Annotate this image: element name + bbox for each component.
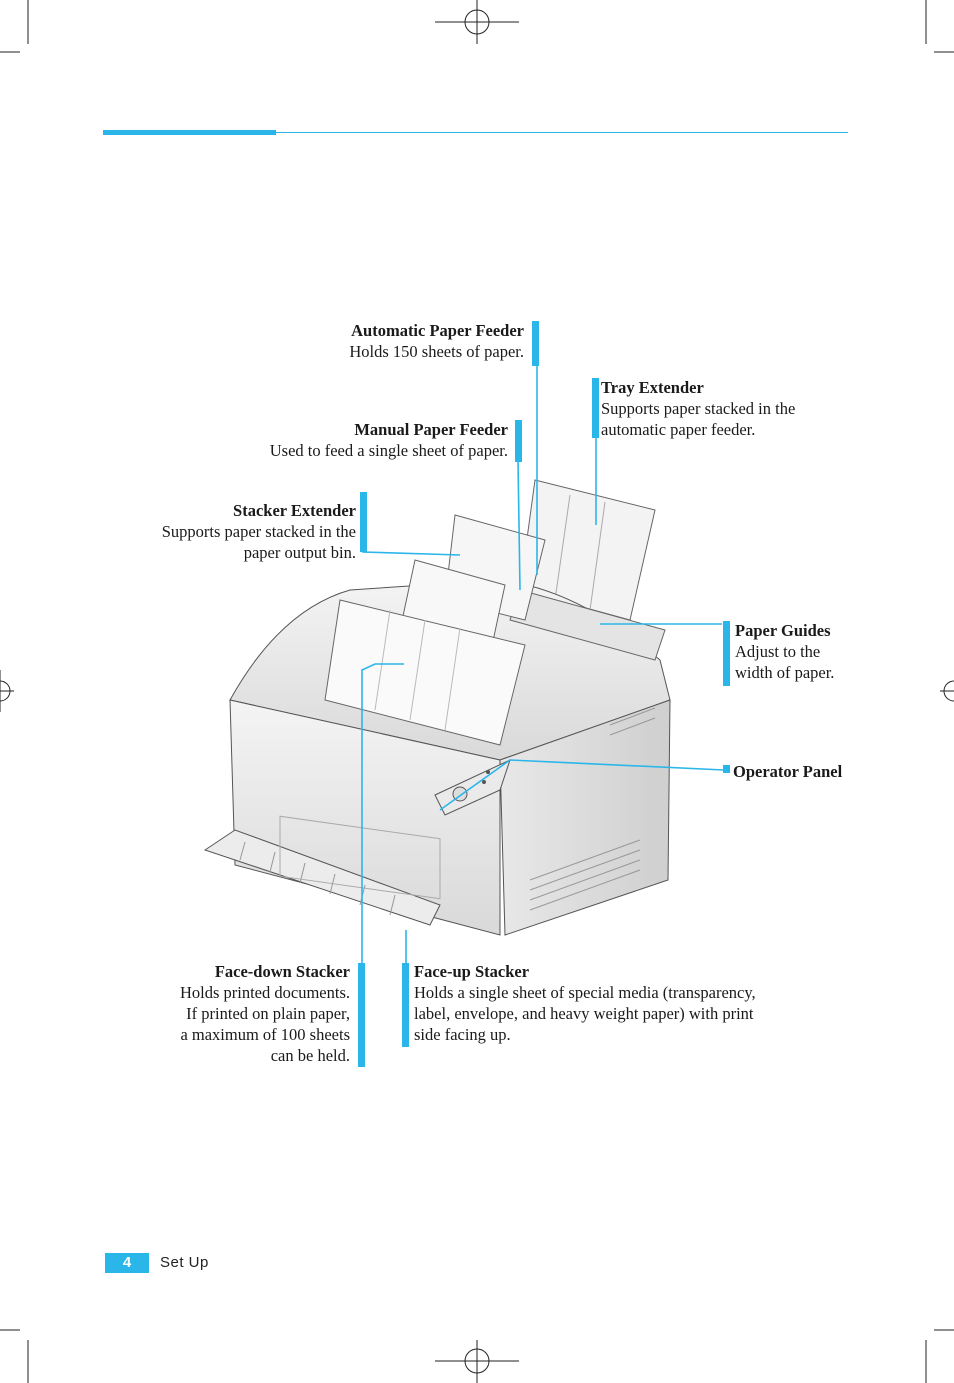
header-rule	[276, 132, 848, 133]
callout-title: Stacker Extender	[233, 501, 356, 520]
callout-desc: Adjust to the width of paper.	[735, 642, 835, 682]
callout-tray-extender: Tray Extender Supports paper stacked in …	[601, 377, 795, 440]
callout-desc: Holds a single sheet of special media (t…	[414, 983, 756, 1044]
header-accent-bar	[103, 130, 276, 135]
callout-automatic-paper-feeder: Automatic Paper Feeder Holds 150 sheets …	[349, 320, 524, 362]
callout-desc: Supports paper stacked in the paper outp…	[161, 522, 356, 562]
callout-stacker-extender: Stacker Extender Supports paper stacked …	[162, 500, 356, 563]
callout-title: Face-down Stacker	[214, 962, 350, 981]
bar-manual-paper-feeder	[515, 420, 522, 462]
bar-face-up-stacker	[402, 963, 409, 1047]
printer-illustration	[203, 479, 671, 936]
callout-desc: Holds printed documents. If printed on p…	[179, 983, 350, 1065]
callout-desc: Holds 150 sheets of paper.	[349, 342, 524, 361]
callout-desc: Used to feed a single sheet of paper.	[269, 441, 508, 460]
bar-automatic-paper-feeder	[532, 321, 539, 366]
bar-tray-extender	[592, 378, 599, 438]
section-title: Set Up	[160, 1254, 209, 1271]
page-number: 4	[105, 1253, 149, 1273]
callout-title: Face-up Stacker	[414, 962, 530, 981]
bar-operator-panel	[723, 765, 730, 773]
callout-manual-paper-feeder: Manual Paper Feeder Used to feed a singl…	[270, 419, 508, 461]
callout-title: Operator Panel	[733, 762, 843, 781]
callout-title: Automatic Paper Feeder	[351, 321, 524, 340]
bar-face-down-stacker	[358, 963, 365, 1067]
callout-paper-guides: Paper Guides Adjust to the width of pape…	[735, 620, 834, 683]
callout-face-up-stacker: Face-up Stacker Holds a single sheet of …	[414, 961, 756, 1045]
callout-face-down-stacker: Face-down Stacker Holds printed document…	[180, 961, 350, 1066]
callout-desc: Supports paper stacked in the automatic …	[601, 399, 796, 439]
callout-operator-panel: Operator Panel	[733, 761, 842, 782]
bar-paper-guides	[723, 621, 730, 686]
callout-title: Tray Extender	[601, 378, 704, 397]
callout-title: Manual Paper Feeder	[354, 420, 508, 439]
bar-stacker-extender	[360, 492, 367, 552]
callout-title: Paper Guides	[735, 621, 831, 640]
